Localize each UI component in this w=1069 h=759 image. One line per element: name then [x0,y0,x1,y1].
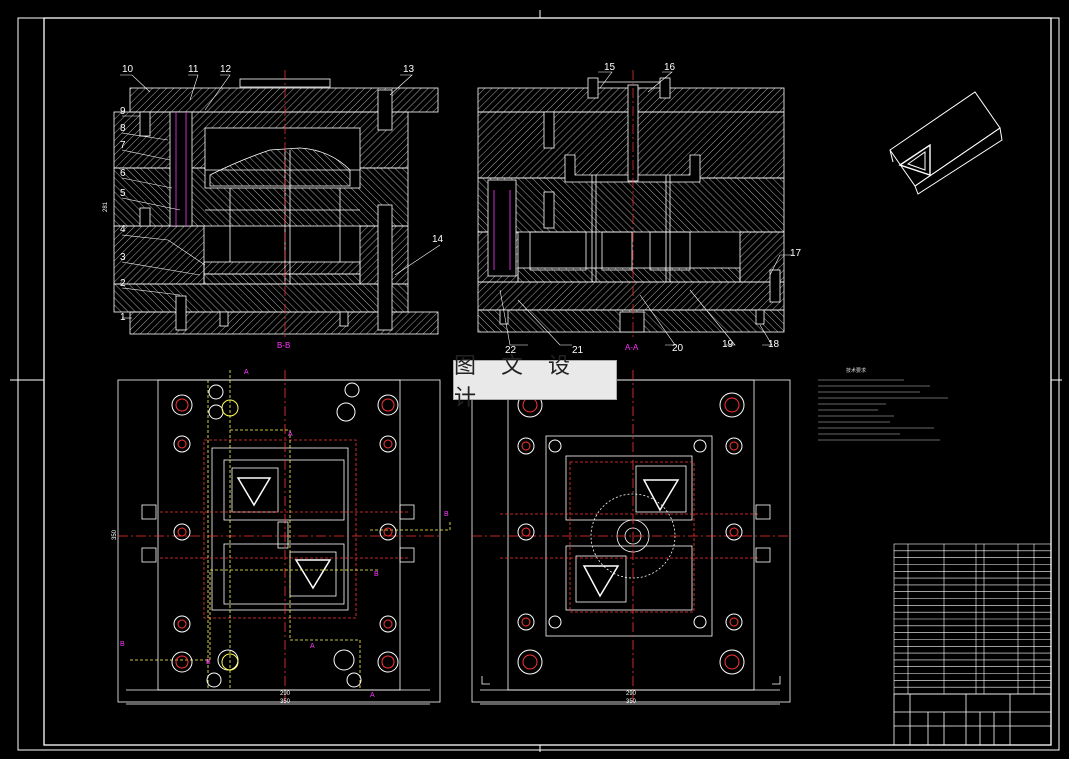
left-part-numbers: 10 11 12 13 9 8 7 6 5 4 3 2 1 14 [120,64,444,323]
part-number-21: 21 [572,345,584,356]
plan-right-holes [517,392,745,675]
part-number-15: 15 [604,62,616,73]
part-number-18: 18 [768,339,780,350]
section-mark-b-1: B [444,511,449,518]
part-3d-sketch [889,91,1003,195]
part-number-10: 10 [122,64,134,75]
dim-left-vertical: 350 [112,529,118,540]
section-label-a-a: A-A [625,343,639,352]
section-mark-b-3: B [120,641,125,648]
part-number-9: 9 [120,106,126,117]
part-number-13: 13 [403,64,415,75]
plan-view-right [471,370,791,705]
parts-list-table [893,543,1052,695]
plan-view-left [117,370,451,705]
section-mark-b-4: B [206,659,211,666]
dim-right-outer-width: 350 [626,699,637,705]
part-number-1: 1 [120,312,126,323]
drawing-frame [10,10,1062,752]
part-number-12: 12 [220,64,232,75]
part-number-11: 11 [188,64,199,75]
part-number-7: 7 [120,140,126,151]
section-mark-a-1: A [244,369,249,376]
plan-left-holes [171,382,399,688]
part-number-22: 22 [505,345,517,356]
dim-right-inner-width: 290 [626,691,637,697]
part-number-20: 20 [672,343,684,354]
plan-left-connectors [141,504,415,563]
section-a-a-view [477,77,785,333]
part-number-2: 2 [120,278,126,289]
dim-left-inner-width: 290 [280,691,291,697]
part-number-6: 6 [120,168,126,179]
part-number-5: 5 [120,188,126,199]
section-mark-b-2: B [374,571,379,578]
dim-top-left-vertical: 281 [103,201,109,212]
title-block [893,693,1052,746]
watermark-banner: 图 文 设 计 [453,354,617,411]
section-label-b-b: B-B [277,341,290,350]
part-number-16: 16 [664,62,676,73]
part-number-3: 3 [120,252,126,263]
section-b-b-view [113,78,439,335]
right-leaders [499,71,792,346]
plan-right-connectors [755,504,771,563]
part-number-17: 17 [790,248,802,259]
part-number-4: 4 [120,224,126,235]
technical-notes: 技术要求 [818,367,948,441]
part-number-8: 8 [120,123,126,134]
part-number-14: 14 [432,234,444,245]
section-mark-a-2: A [288,431,293,438]
plan-left-marks: A A A A B B B B [120,369,449,699]
right-part-numbers: 15 16 17 22 21 20 19 18 [505,62,802,356]
section-mark-a-3: A [310,643,315,650]
part-number-19: 19 [722,339,734,350]
section-mark-a-4: A [370,692,375,699]
left-leaders [120,74,441,319]
notes-title: 技术要求 [846,367,866,374]
dim-left-outer-width: 350 [280,699,291,705]
